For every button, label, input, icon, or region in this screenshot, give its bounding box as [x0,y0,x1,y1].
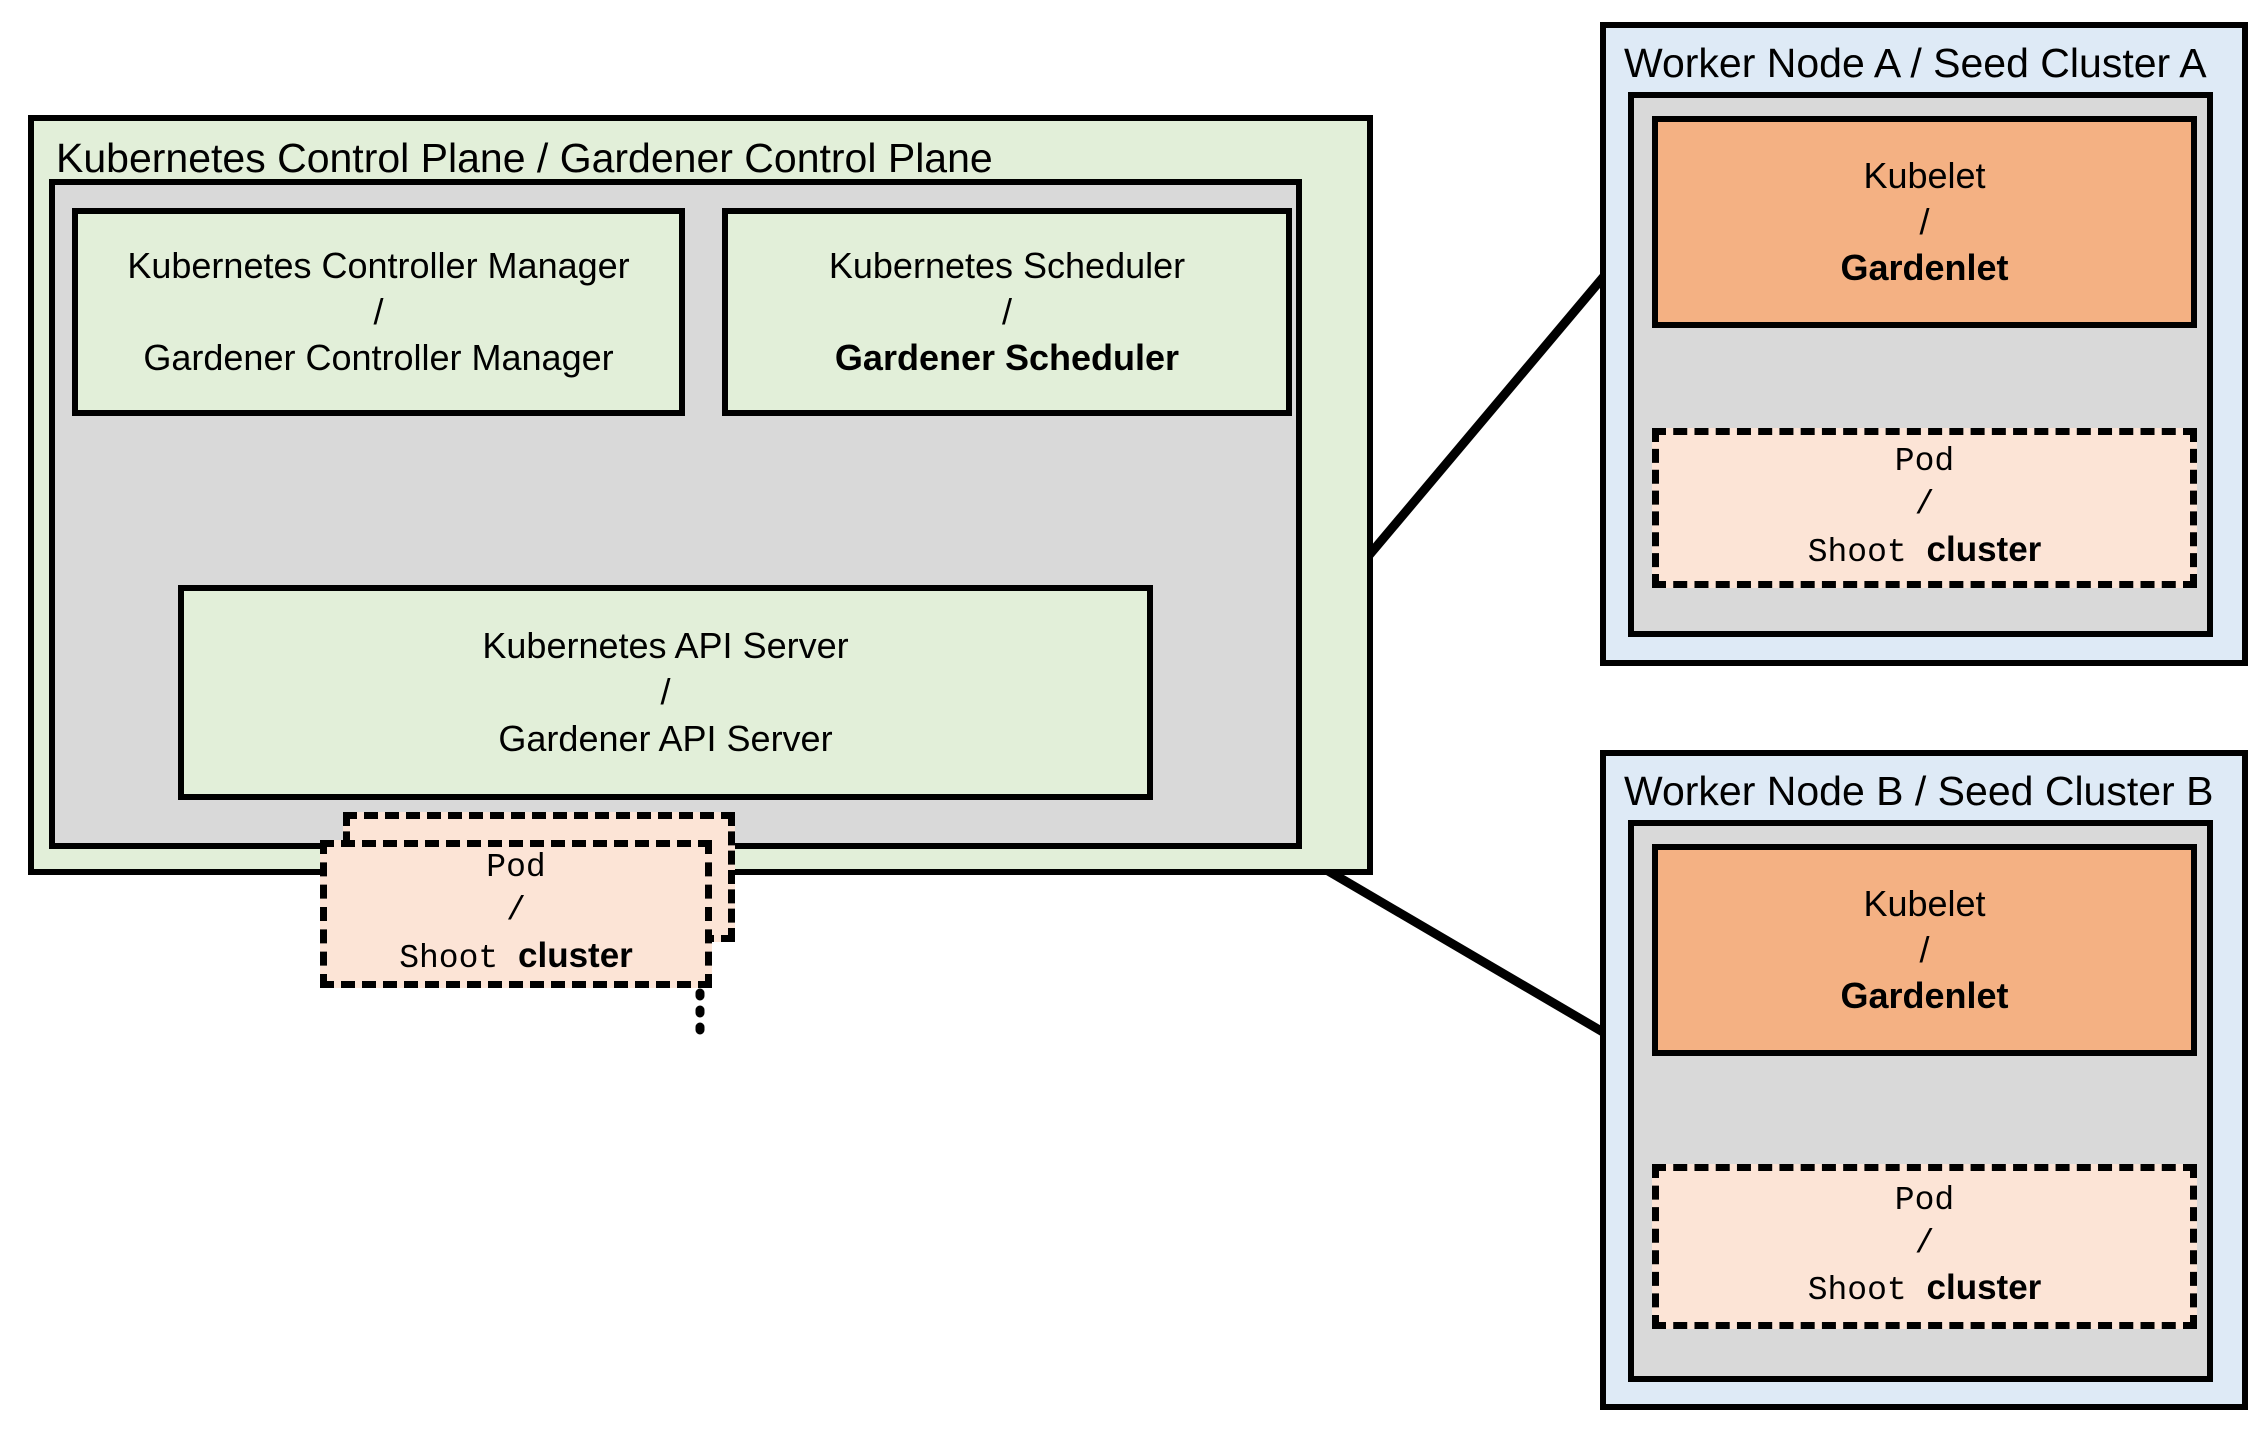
api-server-separator: / [660,671,671,713]
seed-b-kubelet-line2: Gardenlet [1840,975,2009,1017]
seed-cluster-a-title: Worker Node A / Seed Cluster A [1624,40,2207,86]
scheduler-line1: Kubernetes Scheduler [828,244,1186,286]
seed-b-kubelet-labels: Kubelet / Gardenlet [1658,850,2191,1050]
seed-cluster-b-panel: Worker Node B / Seed Cluster B Kubelet /… [1600,750,2248,1410]
api-server-line2: Gardener API Server [498,717,833,759]
control-plane-pod-line2: Shoot cluster [399,933,633,981]
controller-manager-line1: Kubernetes Controller Manager [127,244,630,286]
control-plane-pod-line1: Pod [486,849,546,887]
seed-b-kubelet-gardenlet-box[interactable]: Kubelet / Gardenlet [1652,844,2197,1056]
seed-a-pod-separator: / [1914,486,1935,524]
seed-b-pod-line2-normal: Shoot [1807,1272,1927,1310]
seed-a-kubelet-separator: / [1919,200,1930,242]
seed-cluster-a-inner-region: Kubelet / Gardenlet Pod / Shoot cluster [1628,92,2213,637]
seed-a-pod-labels: Pod / Shoot cluster [1659,435,2190,581]
api-server-line1: Kubernetes API Server [482,625,849,667]
scheduler-labels: Kubernetes Scheduler / Gardener Schedule… [728,214,1286,410]
controller-manager-line2: Gardener Controller Manager [143,337,614,379]
seed-a-pod-line2: Shoot cluster [1808,527,2042,575]
seed-b-kubelet-separator: / [1919,928,1930,970]
seed-b-pod-separator: / [1914,1224,1935,1262]
seed-b-pod-line1: Pod [1894,1181,1955,1219]
seed-b-pod-line2: Shoot cluster [1808,1265,2042,1313]
seed-a-kubelet-labels: Kubelet / Gardenlet [1658,122,2191,322]
seed-b-pod-box[interactable]: Pod / Shoot cluster [1652,1164,2197,1329]
scheduler-line2: Gardener Scheduler [834,337,1180,379]
control-plane-panel: Kubernetes Control Plane / Gardener Cont… [28,115,1373,988]
control-plane-pod-separator: / [506,892,526,930]
seed-cluster-b-title: Worker Node B / Seed Cluster B [1624,768,2214,814]
seed-cluster-b-inner-region: Kubelet / Gardenlet Pod / Shoot cluster [1628,820,2213,1382]
seed-b-pod-line2-bold: cluster [1926,1268,2042,1308]
control-plane-pod-box[interactable]: Pod / Shoot cluster [320,840,712,988]
seed-a-kubelet-line2: Gardenlet [1840,247,2009,289]
controller-manager-labels: Kubernetes Controller Manager / Gardener… [78,214,679,410]
api-server-labels: Kubernetes API Server / Gardener API Ser… [184,591,1147,794]
seed-a-pod-line1: Pod [1894,443,1955,481]
scheduler-separator: / [1001,290,1012,332]
seed-b-kubelet-line1: Kubelet [1863,882,1986,924]
seed-a-pod-line2-bold: cluster [1926,529,2042,569]
control-plane-pod-line2-bold: cluster [518,935,633,975]
seed-a-kubelet-gardenlet-box[interactable]: Kubelet / Gardenlet [1652,116,2197,328]
kubernetes-scheduler-box[interactable]: Kubernetes Scheduler / Gardener Schedule… [722,208,1292,416]
control-plane-pod-line2-normal: Shoot [399,939,519,977]
seed-b-pod-labels: Pod / Shoot cluster [1659,1171,2190,1322]
seed-a-pod-line2-normal: Shoot [1807,533,1927,571]
kubernetes-controller-manager-box[interactable]: Kubernetes Controller Manager / Gardener… [72,208,685,416]
kubernetes-api-server-box[interactable]: Kubernetes API Server / Gardener API Ser… [178,585,1153,800]
control-plane-inner-region: Kubernetes Controller Manager / Gardener… [49,179,1302,988]
seed-cluster-a-panel: Worker Node A / Seed Cluster A Kubelet /… [1600,22,2248,666]
seed-a-kubelet-line1: Kubelet [1863,154,1986,196]
controller-manager-separator: / [373,290,384,332]
seed-a-pod-box[interactable]: Pod / Shoot cluster [1652,428,2197,588]
control-plane-pod-labels: Pod / Shoot cluster [327,847,705,981]
control-plane-title: Kubernetes Control Plane / Gardener Cont… [56,135,993,181]
